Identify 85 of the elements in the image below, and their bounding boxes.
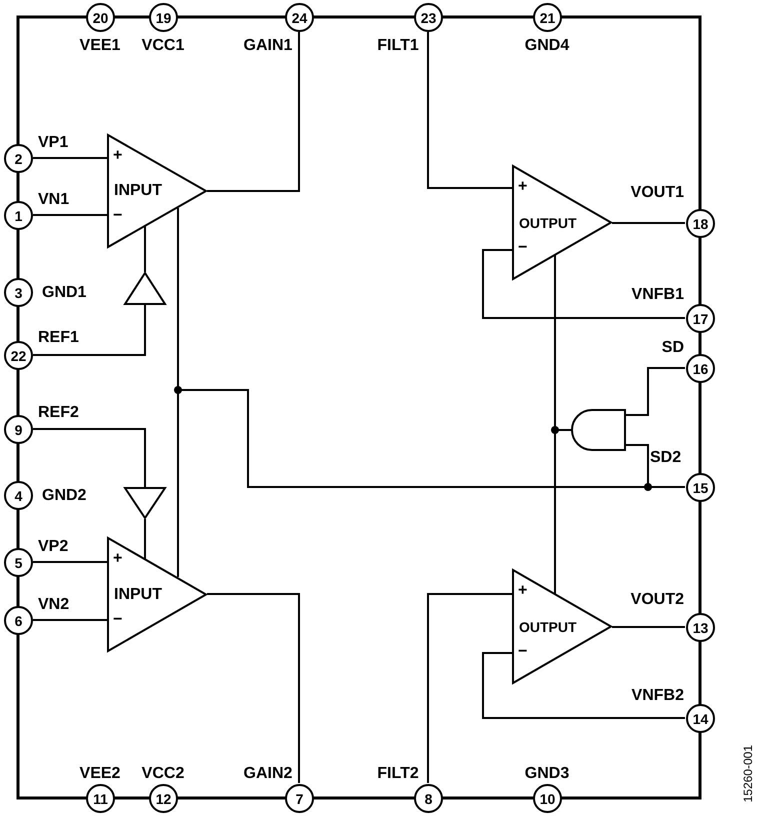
pin-label: GND4 [524, 38, 570, 54]
wire [144, 226, 146, 272]
pin-circle: 7 [285, 784, 314, 813]
figure-code: 15260-001 [742, 745, 754, 802]
wire [427, 32, 512, 189]
plus-sign: + [113, 148, 122, 164]
pin-label: FILT2 [377, 766, 419, 782]
pin-circle: 14 [686, 704, 715, 733]
pin-label: GND2 [42, 488, 86, 504]
wire [626, 367, 685, 416]
pin-label: REF2 [38, 405, 79, 421]
pin-label: SD [662, 340, 684, 356]
minus-sign: − [518, 240, 528, 256]
wire [207, 32, 300, 192]
amplifier-triangle [107, 537, 207, 652]
pin-circle: 16 [686, 354, 715, 383]
pin-circle: 19 [149, 3, 178, 32]
pin-circle: 17 [686, 304, 715, 333]
pin-label: VNFB2 [632, 688, 684, 704]
pin-circle: 4 [4, 481, 33, 510]
pin-circle: 12 [149, 784, 178, 813]
pin-label: VCC1 [142, 38, 184, 54]
wire [33, 561, 107, 563]
pin-circle: 15 [686, 473, 715, 502]
amplifier-triangle [512, 165, 612, 280]
wire [612, 626, 685, 628]
amplifier-label: OUTPUT [519, 620, 577, 634]
wire [33, 619, 107, 621]
pin-label: GND1 [42, 285, 86, 301]
pin-label: VOUT2 [630, 592, 684, 608]
pin-label: SD2 [650, 450, 682, 466]
pin-circle: 1 [4, 201, 33, 230]
plus-sign: + [518, 179, 528, 195]
pin-label: VN1 [38, 192, 70, 208]
minus-sign: − [113, 208, 122, 224]
pin-circle: 18 [686, 209, 715, 238]
wire [33, 214, 107, 216]
pin-circle: 22 [4, 341, 33, 370]
and-gate-symbol [570, 408, 626, 452]
pin-circle: 20 [86, 3, 115, 32]
pin-label: VEE2 [80, 766, 120, 782]
buffer-triangle [124, 487, 166, 519]
pin-label: GND3 [524, 766, 570, 782]
plus-sign: + [113, 551, 122, 567]
amplifier-label: OUTPUT [519, 216, 577, 230]
pin-label: VEE1 [80, 38, 120, 54]
wire [427, 593, 512, 783]
wire [482, 249, 685, 319]
pin-label: REF1 [38, 330, 79, 346]
buffer-triangle [124, 272, 166, 305]
minus-sign: − [518, 644, 528, 660]
pin-circle: 21 [533, 3, 562, 32]
pin-circle: 8 [414, 784, 443, 813]
amplifier-label: INPUT [114, 586, 162, 602]
pin-label: VN2 [38, 597, 70, 613]
pin-circle: 13 [686, 613, 715, 642]
minus-sign: − [113, 612, 122, 628]
pin-label: FILT1 [377, 38, 419, 54]
wire [33, 157, 107, 159]
pin-circle: 24 [285, 3, 314, 32]
amplifier-triangle [512, 569, 612, 684]
pin-circle: 5 [4, 548, 33, 577]
amplifier-triangle [107, 134, 207, 248]
pin-label: VOUT1 [630, 185, 684, 201]
pin-label: VNFB1 [632, 287, 684, 303]
pin-circle: 2 [4, 144, 33, 173]
wire [33, 305, 146, 356]
wire [482, 652, 685, 719]
pin-label: GAIN2 [244, 766, 292, 782]
pin-circle: 3 [4, 278, 33, 307]
pin-label: VP1 [38, 135, 68, 151]
pin-label: VP2 [38, 539, 68, 555]
pin-circle: 11 [86, 784, 115, 813]
wire [33, 428, 146, 487]
pin-circle: 10 [533, 784, 562, 813]
wire [612, 222, 685, 224]
pin-circle: 6 [4, 606, 33, 635]
plus-sign: + [518, 583, 528, 599]
amplifier-label: INPUT [114, 183, 162, 199]
pin-label: VCC2 [142, 766, 184, 782]
pin-circle: 9 [4, 415, 33, 444]
wire [207, 593, 300, 783]
pin-label: GAIN1 [244, 38, 292, 54]
wire [144, 519, 146, 559]
pin-circle: 23 [414, 3, 443, 32]
